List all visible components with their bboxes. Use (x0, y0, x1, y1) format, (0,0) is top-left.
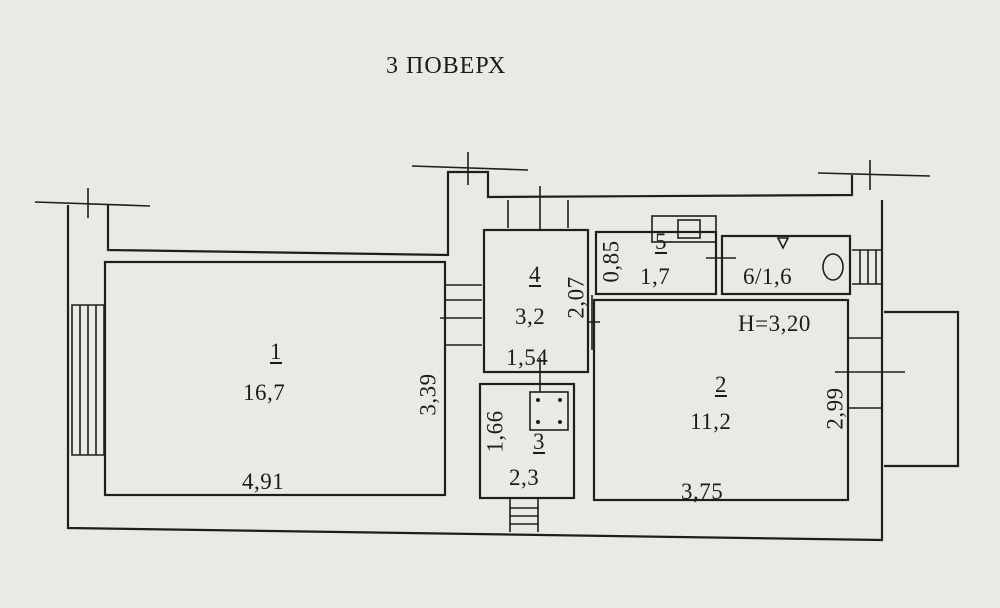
room-2-width: 3,75 (681, 479, 724, 504)
room-2-height: 2,99 (822, 387, 848, 430)
room-3-area: 2,3 (509, 465, 540, 490)
room-4-number: 4 (529, 262, 541, 287)
room-1-area: 16,7 (243, 380, 286, 405)
room-3-number: 3 (533, 429, 545, 454)
floor-title: 3 ПОВЕРХ (386, 53, 507, 79)
room-1-number: 1 (270, 339, 282, 364)
room-2-number: 2 (715, 372, 727, 397)
room-4-area: 3,2 (515, 304, 546, 329)
room-5-height: 0,85 (598, 240, 624, 283)
room-1-height: 3,39 (415, 373, 441, 416)
room-5-area: 1,7 (640, 264, 671, 289)
room-6-label: 6/1,6 (743, 264, 793, 289)
room-3-height: 1,66 (482, 410, 508, 453)
room-1-width: 4,91 (242, 469, 285, 494)
room-4-height: 2,07 (563, 276, 589, 319)
ceiling-height: Н=3,20 (738, 311, 811, 336)
room-5-number: 5 (655, 229, 667, 254)
room-4-width: 1,54 (506, 345, 549, 370)
room-2-area: 11,2 (690, 409, 732, 434)
